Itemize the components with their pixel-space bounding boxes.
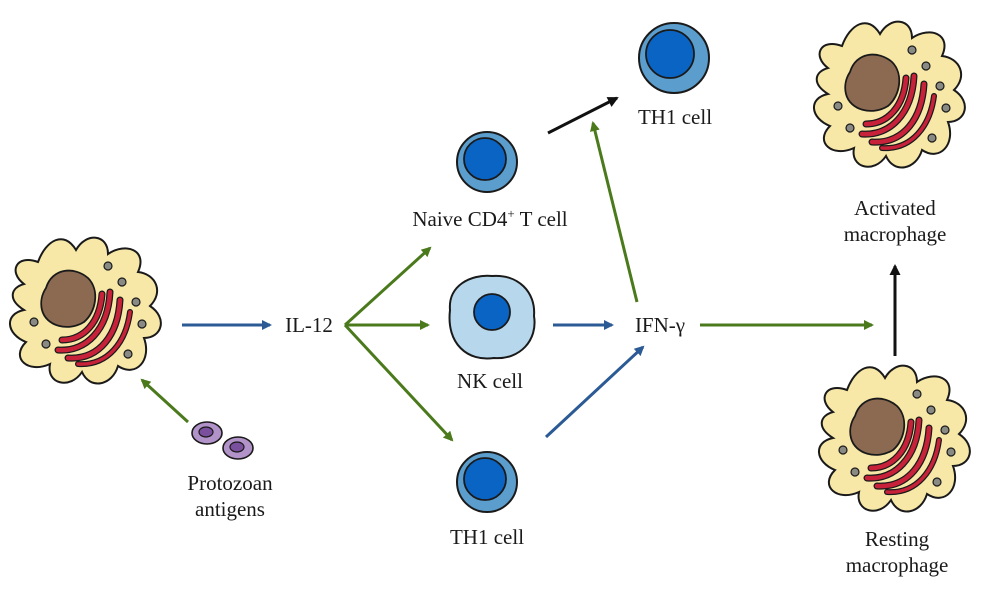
arrow-naive-to-th1	[547, 96, 619, 135]
th1-cell-bottom	[456, 451, 518, 513]
protozoan-label-line2: antigens	[195, 497, 265, 521]
protozoan-antigens-label: Protozoan antigens	[160, 470, 300, 522]
nk-cell	[448, 274, 536, 360]
protozoan-antigen-particles	[191, 421, 254, 460]
infected-macrophage	[10, 238, 161, 384]
naive-cd4-t-cell	[456, 131, 518, 193]
naive-label-sup: +	[507, 206, 515, 221]
resting-macrophage-cell	[819, 366, 970, 512]
activated-macrophage-cell	[814, 22, 965, 168]
naive-label-tail: T cell	[514, 207, 568, 231]
il12-label: IL-12	[285, 313, 333, 337]
activated-label-line1: Activated	[854, 196, 936, 220]
naive-label-main: Naive CD4	[412, 207, 508, 231]
arrow-il12-to-naive	[343, 246, 432, 327]
naive-cd4-label: Naive CD4+ T cell	[380, 206, 600, 232]
arrow-il12-to-th1	[343, 323, 454, 442]
protozoan-label-line1: Protozoan	[187, 471, 273, 495]
resting-label-line1: Resting	[864, 527, 930, 551]
th1-cell-top	[638, 22, 710, 94]
th1-cell-top-label: TH1 cell	[637, 105, 713, 129]
resting-macrophage-label: Resting macrophage	[822, 526, 972, 578]
resting-label-line2: macrophage	[845, 553, 949, 577]
activated-macrophage-label: Activated macrophage	[820, 195, 970, 247]
ifn-gamma-label: IFN-γ	[634, 313, 686, 337]
arrow-ifn-to-th1	[590, 121, 639, 303]
th1-cell-bottom-label: TH1 cell	[449, 525, 525, 549]
activated-label-line2: macrophage	[843, 222, 947, 246]
nk-cell-label: NK cell	[457, 369, 523, 393]
arrow-th1-to-ifn	[544, 345, 645, 439]
arrow-antigens-to-macrophage	[140, 378, 190, 424]
